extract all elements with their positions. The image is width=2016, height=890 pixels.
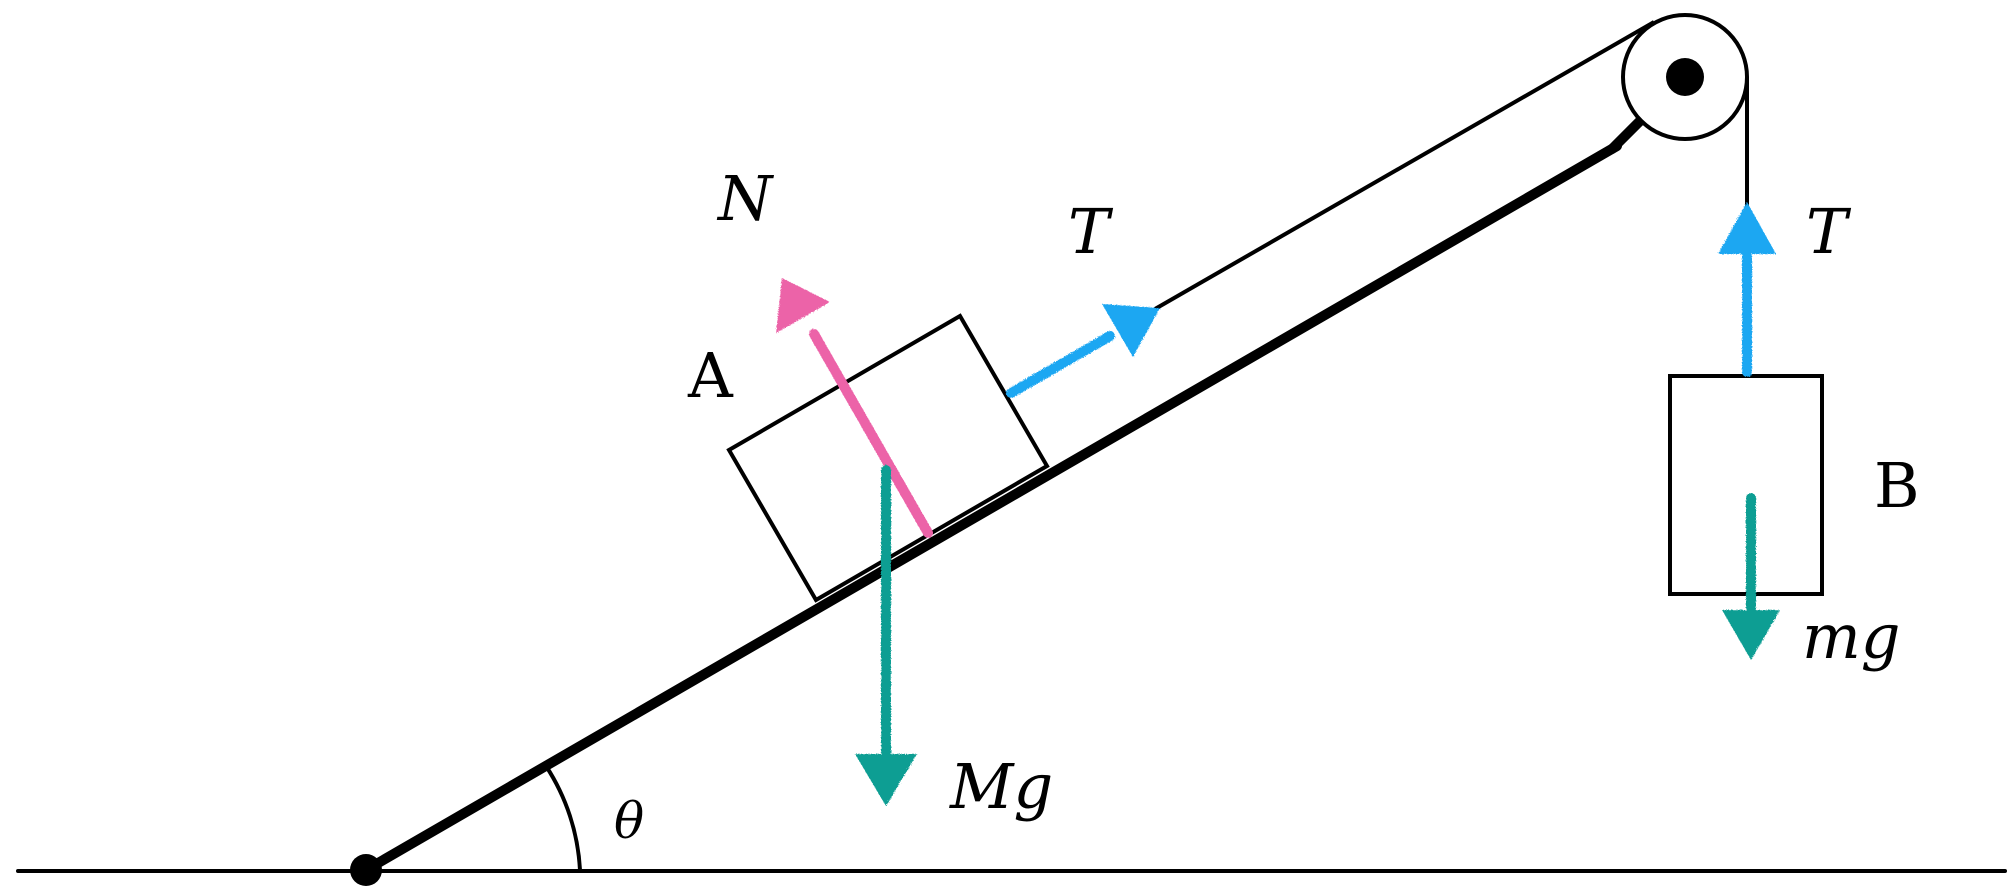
incline-pivot bbox=[350, 854, 382, 886]
angle-arc bbox=[544, 764, 582, 871]
rope-incline-segment bbox=[1154, 20, 1655, 311]
label-tension-b: T bbox=[1806, 195, 1852, 268]
weight-a-arrow bbox=[855, 465, 917, 806]
label-weight-b: mg bbox=[1802, 600, 1900, 673]
label-angle: θ bbox=[614, 792, 644, 850]
label-block-b: B bbox=[1874, 449, 1920, 522]
incline-surface bbox=[361, 141, 1622, 875]
label-tension-a: T bbox=[1068, 195, 1114, 268]
tension-a-arrow bbox=[1006, 304, 1160, 398]
normal-force-arrow bbox=[776, 278, 933, 538]
label-block-a: A bbox=[687, 339, 734, 412]
weight-b-arrow bbox=[1722, 493, 1780, 660]
tension-b-arrow bbox=[1718, 202, 1776, 377]
pulley-axle bbox=[1666, 58, 1704, 96]
label-normal-force: N bbox=[716, 162, 775, 235]
label-weight-a: Mg bbox=[949, 750, 1053, 823]
